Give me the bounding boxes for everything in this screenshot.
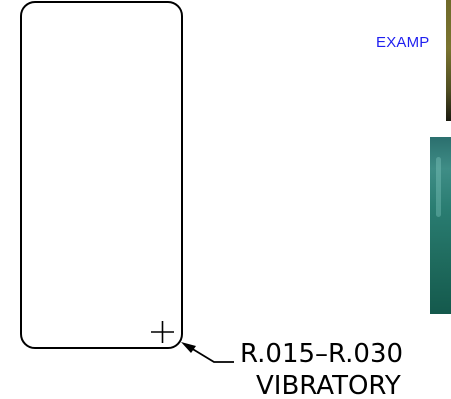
- callout-radius-text: R.015–R.030: [240, 339, 403, 369]
- crosshair-icon: [151, 321, 174, 343]
- rounded-rectangle-outline: [20, 1, 183, 349]
- photo-thumbnail-top: [446, 0, 451, 121]
- photo-thumbnail-bottom: [430, 137, 451, 314]
- example-label[interactable]: EXAMP: [376, 34, 430, 51]
- leader-line: [185, 344, 234, 363]
- callout-process-text: VIBRATORY: [256, 371, 401, 399]
- photo-highlight: [436, 157, 441, 217]
- arrowhead-icon: [181, 342, 196, 353]
